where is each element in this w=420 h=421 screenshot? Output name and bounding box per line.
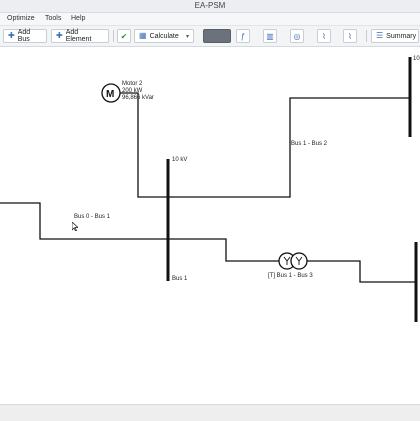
add-element-icon: ✚ (56, 31, 63, 40)
line-bus1-bus2-label: Bus 1 - Bus 2 (291, 141, 328, 147)
bus-1-name: Bus 1 (172, 276, 188, 282)
status-bar (0, 404, 420, 421)
add-element-label: Add Element (65, 29, 92, 43)
mouse-cursor-icon (72, 222, 78, 231)
transformer-label: [T] Bus 1 - Bus 3 (268, 273, 313, 279)
add-bus-button[interactable]: ✚ Add Bus (3, 29, 47, 43)
summary-button[interactable]: ☰ Summary (371, 29, 419, 43)
view-mode-toggle[interactable] (203, 29, 231, 43)
summary-label: Summary (386, 32, 417, 40)
calculate-icon: ▦ (139, 31, 147, 40)
function-icon[interactable]: ƒ (236, 29, 250, 43)
line-bus1-transformer[interactable] (168, 238, 280, 262)
transformer-y-symbol (283, 256, 291, 265)
menu-help[interactable]: Help (71, 15, 86, 22)
calculate-button[interactable]: ▦ Calculate ▾ (134, 29, 194, 43)
motor-icon[interactable] (101, 83, 121, 103)
validate-check-icon[interactable]: ✔ (117, 29, 131, 43)
curve-icon[interactable]: ⌇ (317, 29, 331, 43)
chart-icon[interactable]: ▥ (263, 29, 277, 43)
add-bus-icon: ✚ (8, 31, 15, 40)
menu-bar: Optimize Tools Help (0, 13, 420, 26)
menu-tools[interactable]: Tools (45, 15, 62, 22)
bus-2-voltage: 10 (413, 56, 420, 62)
bus-1-voltage: 10 kV (172, 157, 188, 163)
line-bus0-bus1-label: Bus 0 - Bus 1 (74, 214, 111, 220)
motor-name: Motor 2 (122, 81, 143, 87)
chevron-down-icon: ▾ (185, 33, 189, 40)
line-bus0-bus1[interactable] (0, 202, 168, 240)
toolbar-separator (113, 30, 114, 42)
add-element-button[interactable]: ✚ Add Element (51, 29, 109, 43)
toolbar-separator (366, 30, 367, 42)
single-line-diagram: M (0, 57, 418, 322)
motor-power: 200 kW (122, 88, 143, 94)
add-bus-label: Add Bus (17, 29, 31, 43)
line-bus1-bus2[interactable] (168, 97, 410, 198)
diagram-canvas[interactable]: M Motor 2 200 kW 96,866 kVar 10 kV Bus 1… (0, 47, 420, 404)
menu-optimize[interactable]: Optimize (7, 15, 35, 22)
window-title: EA-PSM (194, 1, 226, 10)
curve-alt-icon[interactable]: ⌇ (343, 29, 357, 43)
motor-symbol-letter: M (106, 89, 114, 100)
summary-icon: ☰ (376, 31, 384, 40)
calculate-label: Calculate (149, 32, 179, 40)
title-bar: EA-PSM (0, 0, 420, 13)
line-transformer-bus3[interactable] (306, 260, 416, 283)
toolbar: ✚ Add Bus ✚ Add Element ✔ ▦ Calculate ▾ … (0, 26, 420, 47)
motor-reactive: 96,866 kVar (122, 95, 154, 101)
motor-line[interactable] (120, 92, 168, 198)
target-icon[interactable]: ◎ (290, 29, 304, 43)
transformer-y-symbol (295, 256, 303, 265)
